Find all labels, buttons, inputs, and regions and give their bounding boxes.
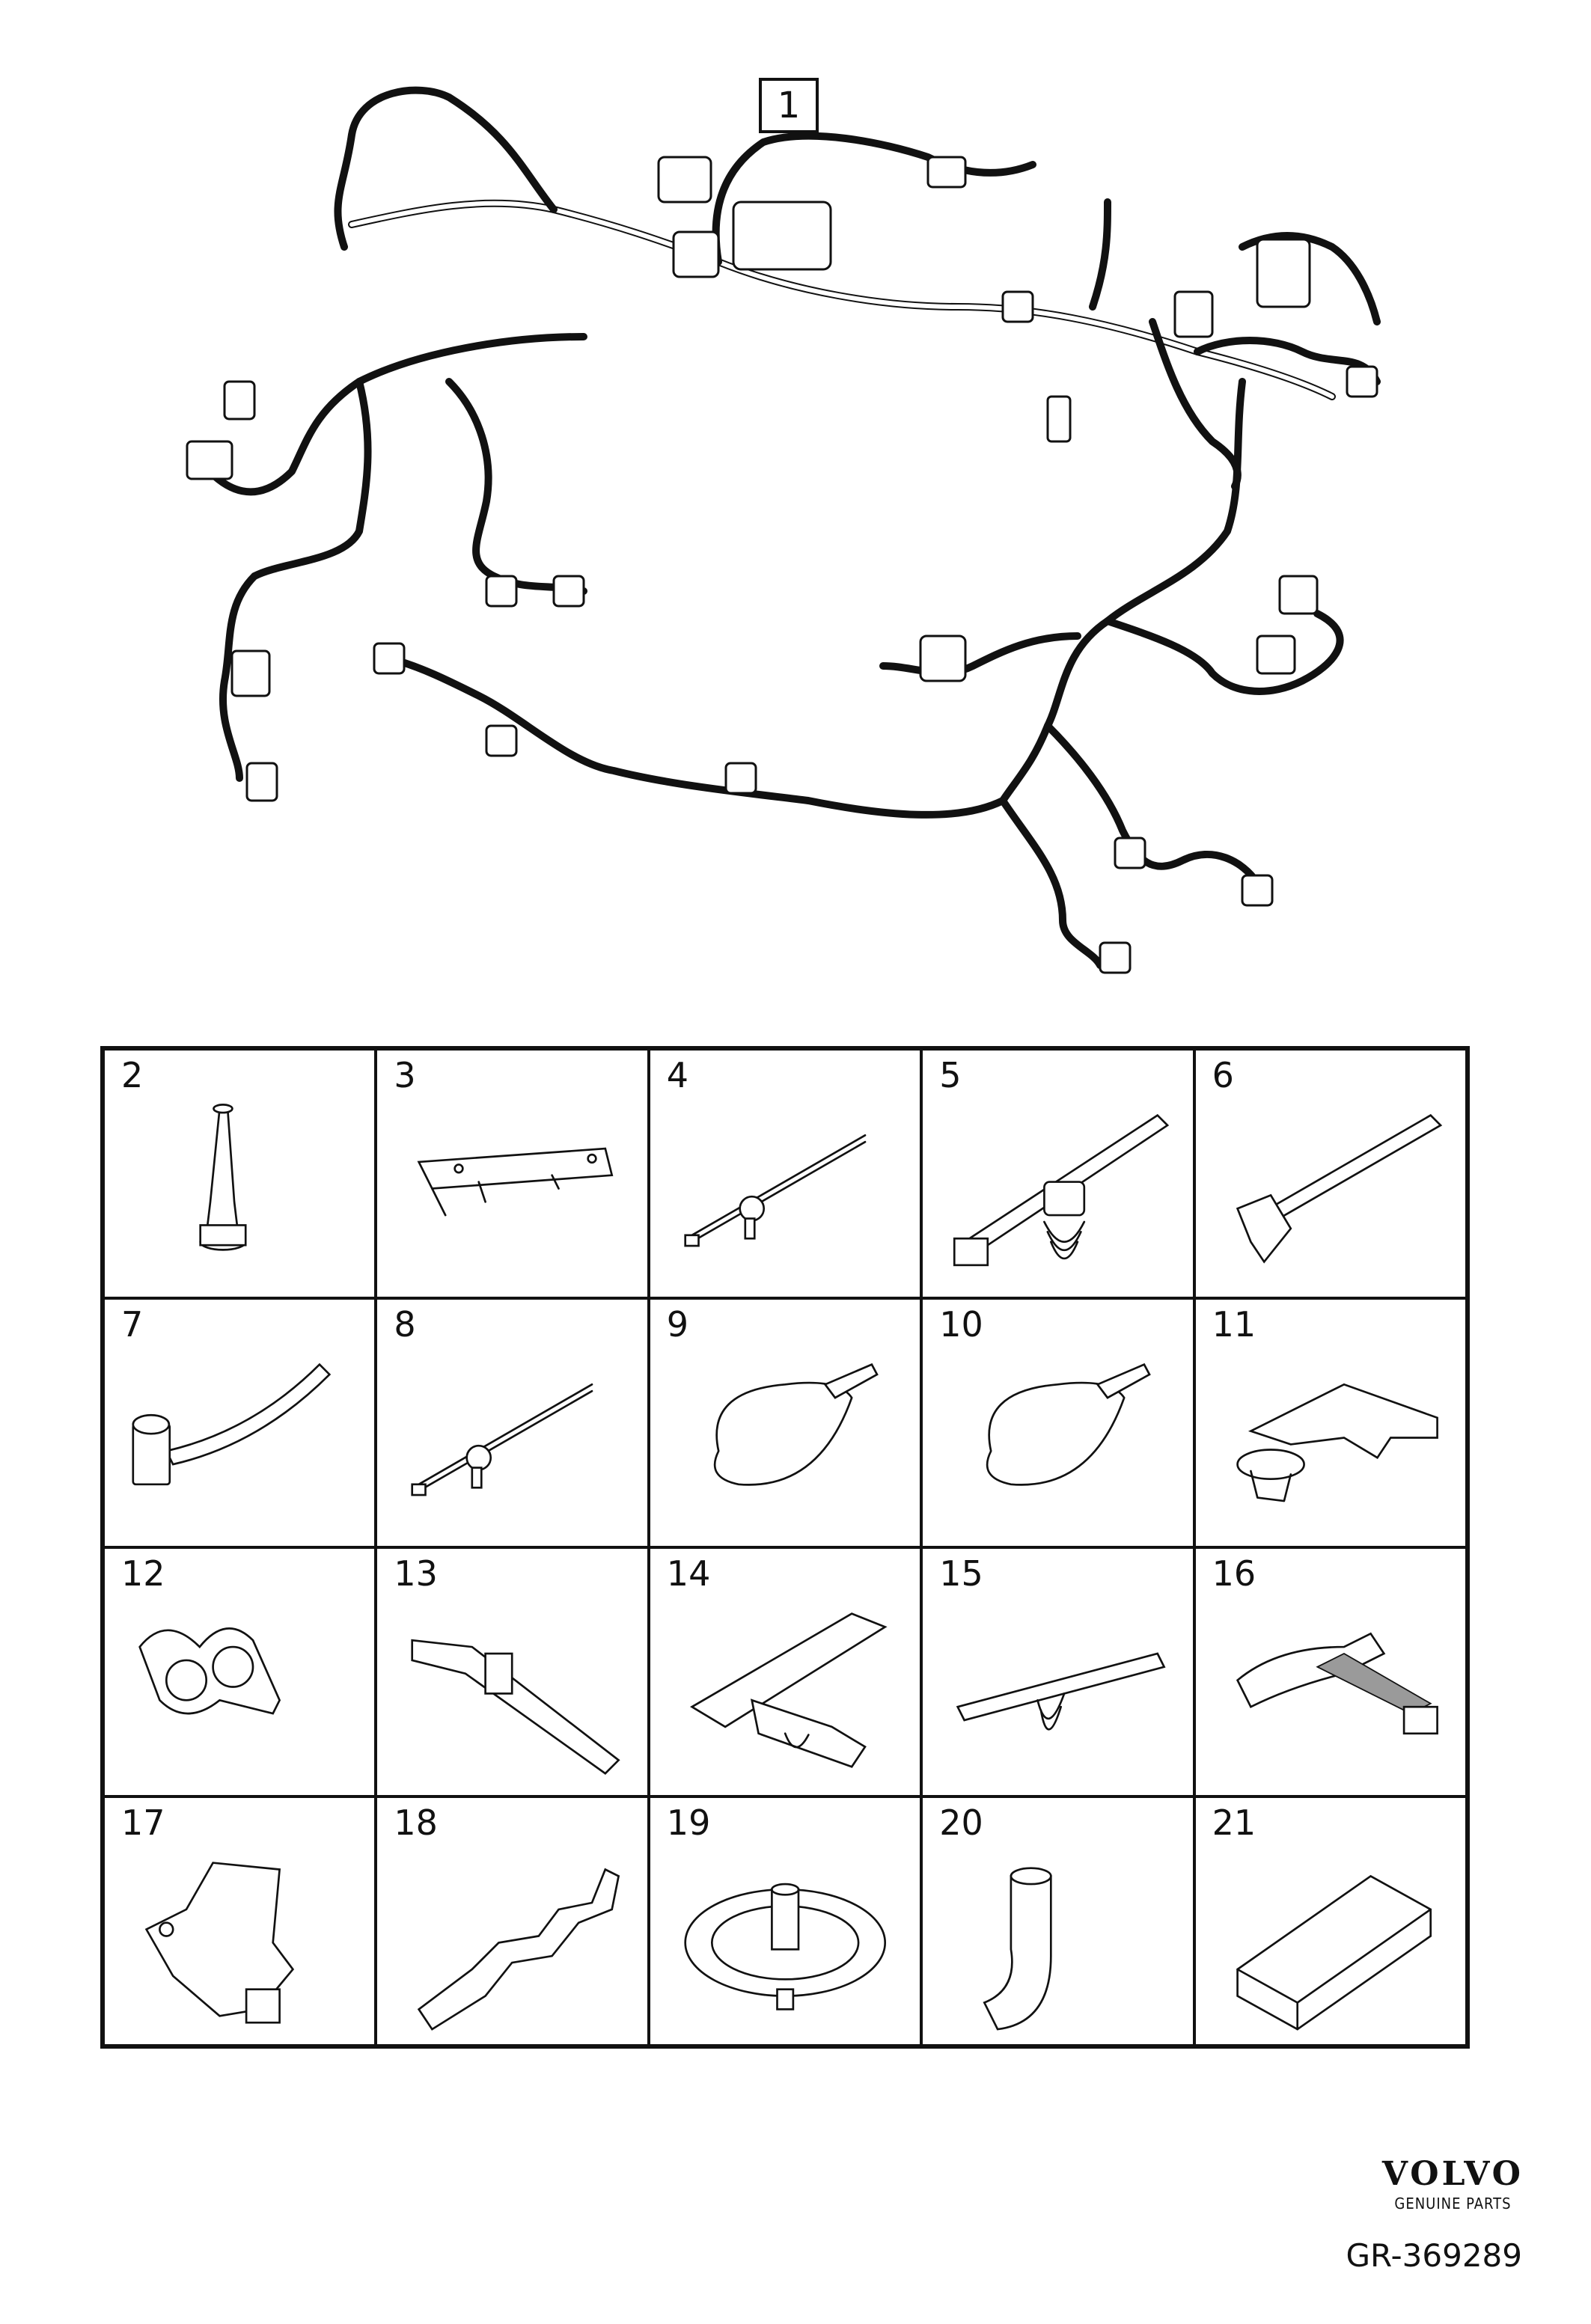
part-number: 15 (939, 1553, 983, 1594)
part-cell-17: 17 (103, 1796, 376, 2046)
part-cell-7: 7 (103, 1298, 376, 1547)
round-grommet-icon (684, 1883, 886, 2010)
part-cell-8: 8 (376, 1298, 649, 1547)
volvo-logo: VOLVO (1381, 2155, 1524, 2193)
double-pipe-clip-icon (138, 1627, 281, 1715)
wire-channel-bracket-icon (417, 1147, 614, 1217)
cable-tie-with-stud-icon (411, 1383, 593, 1496)
rail-clip-icon (956, 1652, 1166, 1731)
harness-wires (206, 86, 1381, 969)
harness-connectors (186, 156, 1378, 974)
part-number: 18 (394, 1802, 438, 1843)
part-cell-21: 21 (1194, 1796, 1467, 2046)
channel-clip-icon (689, 1612, 888, 1768)
part-number: 2 (121, 1055, 144, 1095)
volvo-brand-block: VOLVO GENUINE PARTS (1382, 2155, 1524, 2213)
loop-cable-tie-icon (713, 1363, 879, 1486)
diagram-reference-number: GR-369289 (1346, 2237, 1522, 2274)
part-cell-5: 5 (921, 1049, 1194, 1298)
part-cell-4: 4 (648, 1049, 922, 1298)
part-cell-14: 14 (648, 1547, 922, 1796)
part-cell-6: 6 (1194, 1049, 1467, 1298)
part-number: 20 (939, 1802, 983, 1843)
part-number: 10 (939, 1304, 983, 1345)
part-number: 5 (939, 1055, 962, 1095)
parts-grid: 2 3 4 5 6 7 8 9 10 11 12 13 14 15 16 17 18 19 20 21 (100, 1046, 1470, 2049)
strap-clip-icon (411, 1639, 621, 1775)
wire-guide-icon (418, 1868, 620, 2031)
part-cell-13: 13 (376, 1547, 649, 1796)
part-cell-19: 19 (648, 1796, 922, 2046)
part-number: 9 (666, 1304, 689, 1345)
part-number: 8 (394, 1304, 416, 1345)
loop-cable-tie-icon (986, 1363, 1152, 1486)
part-cell-20: 20 (921, 1796, 1194, 2046)
part-cell-10: 10 (921, 1298, 1194, 1547)
part-number: 11 (1212, 1304, 1256, 1345)
part-cell-11: 11 (1194, 1298, 1467, 1547)
harness-holder-icon (1236, 1632, 1438, 1735)
wiring-harness-illustration (186, 86, 1381, 974)
part-number: 6 (1212, 1055, 1234, 1095)
part-number: 12 (121, 1553, 165, 1594)
grommet-boot-icon (199, 1104, 247, 1251)
part-number: 16 (1212, 1553, 1256, 1594)
part-number: 3 (394, 1055, 416, 1095)
part-cell-16: 16 (1194, 1547, 1467, 1796)
part-number: 19 (666, 1802, 711, 1843)
part-number: 7 (121, 1304, 144, 1345)
part-number: 17 (121, 1802, 165, 1843)
cable-tie-with-holder-icon (132, 1363, 332, 1486)
part-cell-15: 15 (921, 1547, 1194, 1796)
part-cell-9: 9 (648, 1298, 922, 1547)
control-module-icon (1236, 1874, 1432, 2031)
part-number: 4 (666, 1055, 689, 1095)
part-cell-2: 2 (103, 1049, 376, 1298)
cable-tie-with-fir-tree-clip-icon (953, 1113, 1170, 1267)
part-number: 13 (394, 1553, 438, 1594)
part-cell-3: 3 (376, 1049, 649, 1298)
harness-clip-icon (1236, 1383, 1438, 1502)
part-cell-12: 12 (103, 1547, 376, 1796)
part-number: 14 (666, 1553, 711, 1594)
part-number: 21 (1212, 1802, 1256, 1843)
brand-tagline: GENUINE PARTS (1394, 2195, 1512, 2213)
cable-tie-with-edge-clip-icon (1236, 1113, 1442, 1264)
cable-tie-with-stud-icon (684, 1134, 867, 1247)
elbow-sleeve-icon (983, 1867, 1052, 2031)
part-cell-18: 18 (376, 1796, 649, 2046)
bracket-icon (144, 1862, 295, 2024)
callout-item-1: 1 (759, 78, 819, 133)
